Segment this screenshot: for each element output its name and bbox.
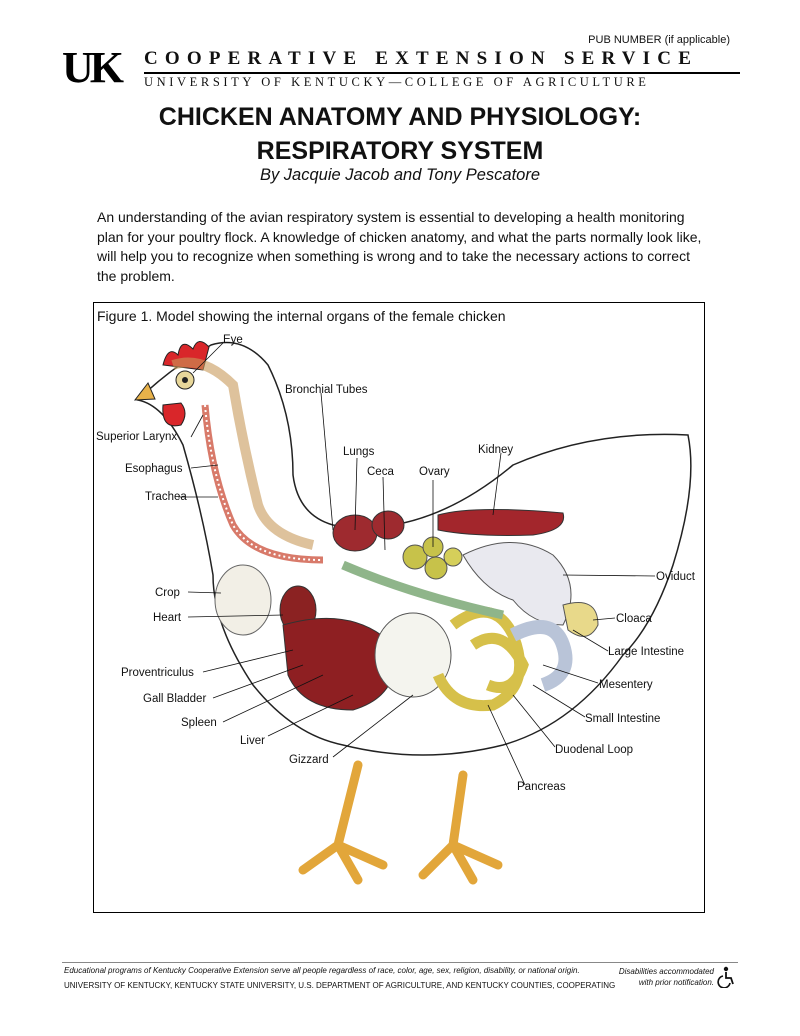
- page-title: CHICKEN ANATOMY AND PHYSIOLOGY: RESPIRAT…: [0, 100, 800, 168]
- label-mesentery: Mesentery: [599, 679, 653, 691]
- ceca: [341, 560, 504, 620]
- label-gizzard: Gizzard: [289, 754, 329, 766]
- intro-paragraph: An understanding of the avian respirator…: [97, 209, 702, 284]
- oviduct: [462, 542, 572, 626]
- chicken-anatomy-drawing: Eye Bronchial Tubes Superior Larynx Esop…: [96, 334, 696, 885]
- label-superior-larynx: Superior Larynx: [96, 431, 177, 443]
- header: UK COOPERATIVE EXTENSION SERVICE UNIVERS…: [62, 43, 740, 92]
- footer-accommodation: Disabilities accommodated with prior not…: [614, 966, 714, 988]
- label-esophagus: Esophagus: [125, 463, 183, 475]
- label-proventriculus: Proventriculus: [121, 667, 194, 679]
- header-rule: [144, 72, 740, 74]
- uk-logo: UK: [62, 43, 124, 92]
- label-ceca: Ceca: [367, 466, 394, 478]
- label-gall-bladder: Gall Bladder: [143, 693, 206, 705]
- figure-frame: [93, 302, 705, 913]
- label-pancreas: Pancreas: [517, 781, 566, 793]
- label-bronchial-tubes: Bronchial Tubes: [285, 384, 368, 396]
- gizzard: [374, 612, 452, 698]
- label-crop: Crop: [155, 587, 180, 599]
- figure-caption: Figure 1. Model showing the internal org…: [97, 308, 506, 324]
- label-eye: Eye: [223, 334, 243, 346]
- label-oviduct: Oviduct: [656, 571, 696, 583]
- label-small-intestine: Small Intestine: [585, 713, 660, 725]
- beak: [133, 382, 156, 401]
- footer-rule: [62, 962, 738, 963]
- title-line-2: RESPIRATORY SYSTEM: [256, 137, 544, 165]
- label-ovary: Ovary: [419, 466, 450, 478]
- left-leg: [298, 760, 388, 885]
- label-trachea: Trachea: [145, 491, 187, 503]
- university-name: UNIVERSITY OF KENTUCKY—COLLEGE OF AGRICU…: [144, 75, 650, 89]
- accommodation-line-2: with prior notification.: [638, 978, 714, 987]
- right-leg: [418, 770, 503, 885]
- label-cloaca: Cloaca: [616, 613, 652, 625]
- label-heart: Heart: [153, 612, 182, 624]
- accommodation-line-1: Disabilities accommodated: [618, 967, 714, 976]
- label-liver: Liver: [240, 735, 265, 747]
- wattle: [162, 402, 186, 427]
- label-spleen: Spleen: [181, 717, 217, 729]
- crop: [214, 564, 272, 636]
- label-kidney: Kidney: [478, 444, 513, 456]
- pub-number: PUB NUMBER (if applicable): [588, 34, 730, 46]
- wheelchair-icon: [717, 966, 737, 993]
- footer-nondiscrimination: Educational programs of Kentucky Coopera…: [64, 966, 580, 975]
- label-large-intestine: Large Intestine: [608, 646, 684, 658]
- label-duodenal-loop: Duodenal Loop: [555, 744, 633, 756]
- kidney: [437, 508, 565, 536]
- label-lungs: Lungs: [343, 446, 375, 458]
- title-line-1: CHICKEN ANATOMY AND PHYSIOLOGY:: [158, 103, 642, 131]
- footer-cooperating: UNIVERSITY OF KENTUCKY, KENTUCKY STATE U…: [64, 981, 616, 990]
- service-name: COOPERATIVE EXTENSION SERVICE: [144, 48, 699, 69]
- cloaca: [562, 602, 599, 637]
- figure-illustration: Eye Bronchial Tubes Superior Larynx Esop…: [93, 325, 705, 913]
- authors: By Jacquie Jacob and Tony Pescatore: [259, 166, 541, 184]
